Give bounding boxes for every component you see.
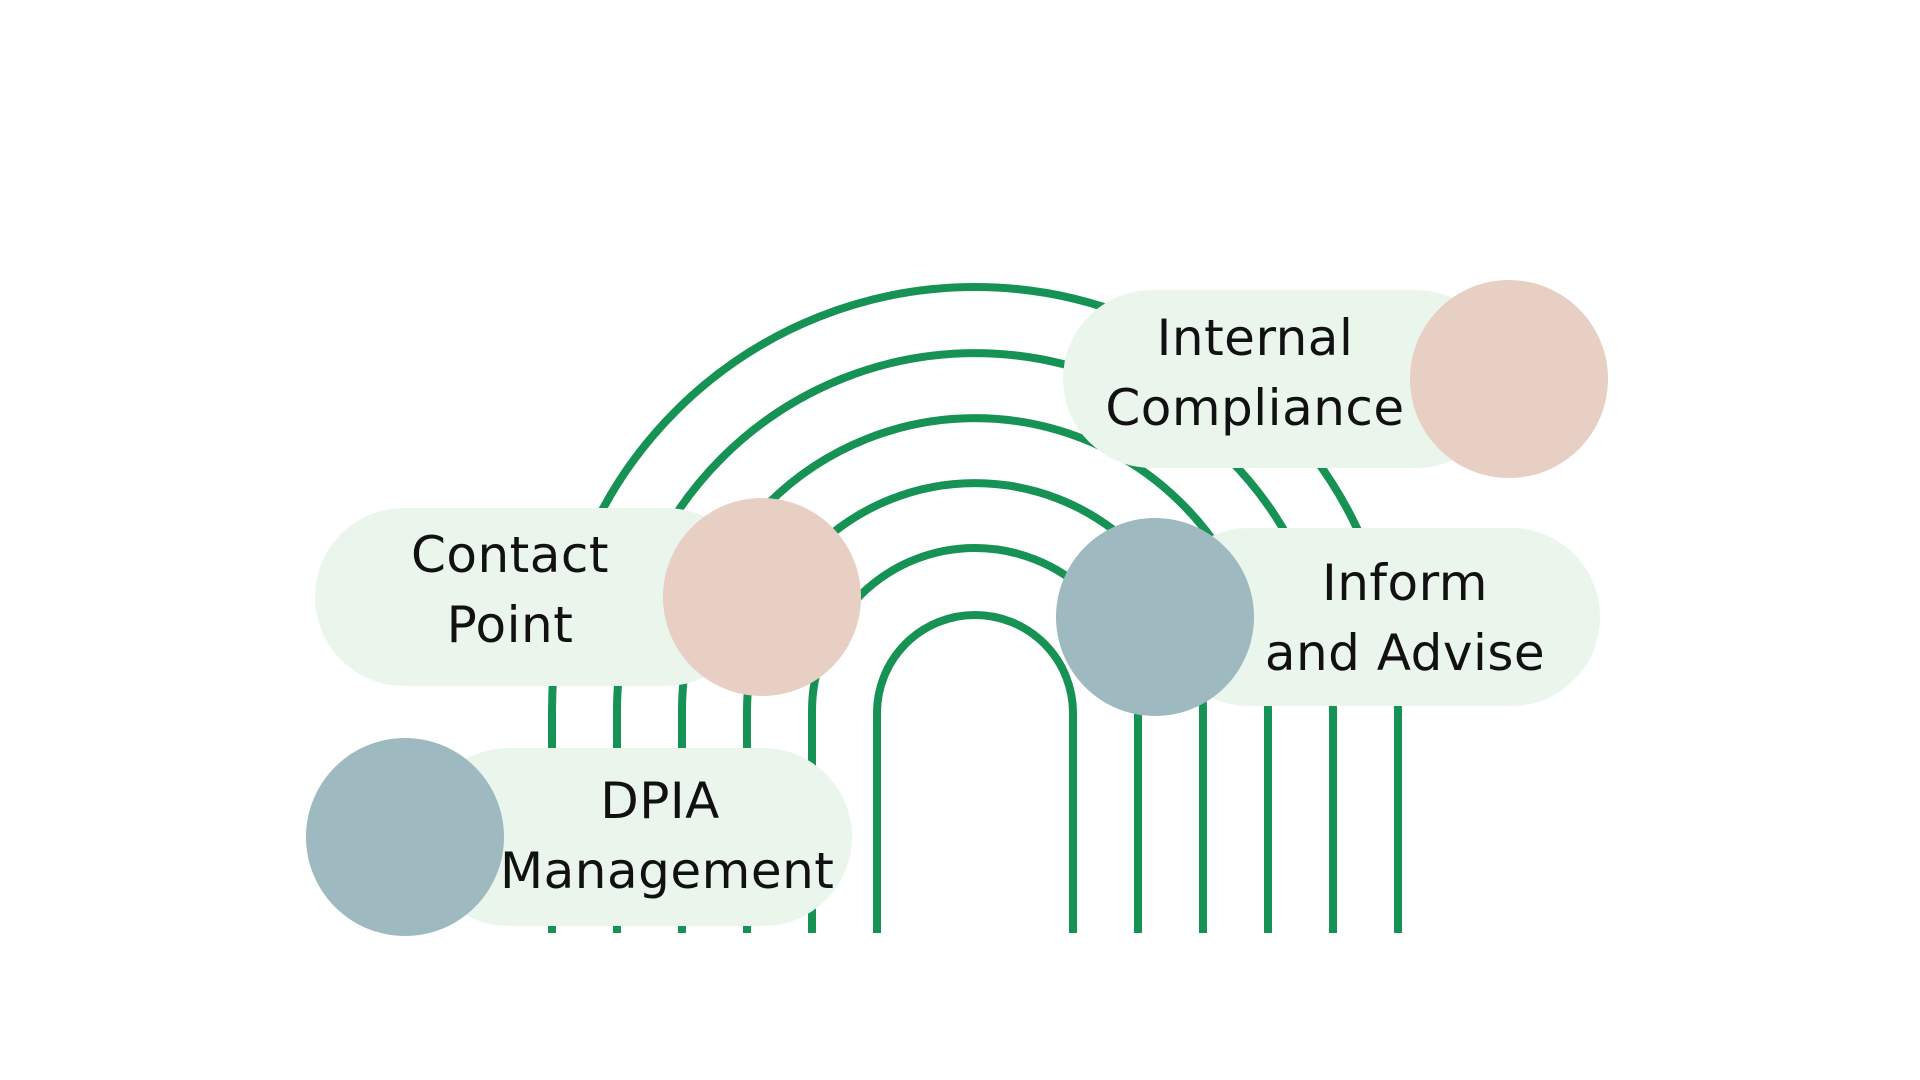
- internal-compliance-label: Internal Compliance: [1085, 303, 1425, 443]
- internal-compliance-line1: Internal: [1156, 309, 1354, 367]
- contact-point-label: Contact Point: [360, 520, 660, 660]
- dpia-management-line1: DPIA: [600, 772, 720, 830]
- dpia-management-circle: [306, 738, 504, 936]
- inform-advise-line1: Inform: [1321, 554, 1488, 612]
- inform-advise-circle: [1056, 518, 1254, 716]
- inform-advise-label: Inform and Advise: [1255, 548, 1555, 688]
- contact-point-line2: Point: [446, 596, 574, 654]
- dpia-management-line2: Management: [500, 842, 835, 900]
- internal-compliance-circle: [1410, 280, 1608, 478]
- arch-1: [873, 611, 1077, 933]
- contact-point-circle: [663, 498, 861, 696]
- dpia-management-label: DPIA Management: [500, 766, 835, 906]
- inform-advise-line2: and Advise: [1264, 624, 1546, 682]
- contact-point-line1: Contact: [410, 526, 610, 584]
- internal-compliance-line2: Compliance: [1105, 379, 1405, 437]
